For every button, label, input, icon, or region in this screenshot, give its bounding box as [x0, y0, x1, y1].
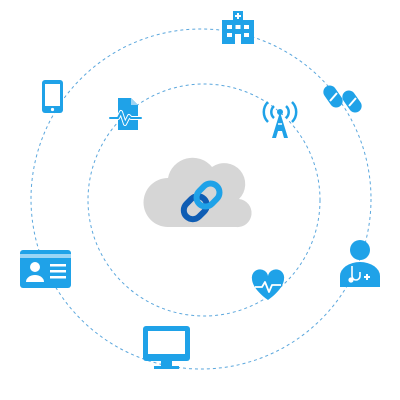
antenna-icon	[262, 101, 298, 138]
inner-orbit	[87, 83, 321, 317]
smartphone-icon	[42, 80, 63, 113]
medical-report-icon	[108, 98, 143, 130]
outer-orbit	[30, 28, 372, 370]
heart-rate-icon	[251, 269, 285, 300]
hospital-icon	[222, 11, 254, 44]
id-card-icon	[20, 250, 71, 288]
monitor-icon	[143, 326, 190, 369]
pills-icon	[323, 85, 362, 113]
doctor-icon	[340, 240, 380, 287]
cloud-link-icon	[143, 157, 252, 228]
